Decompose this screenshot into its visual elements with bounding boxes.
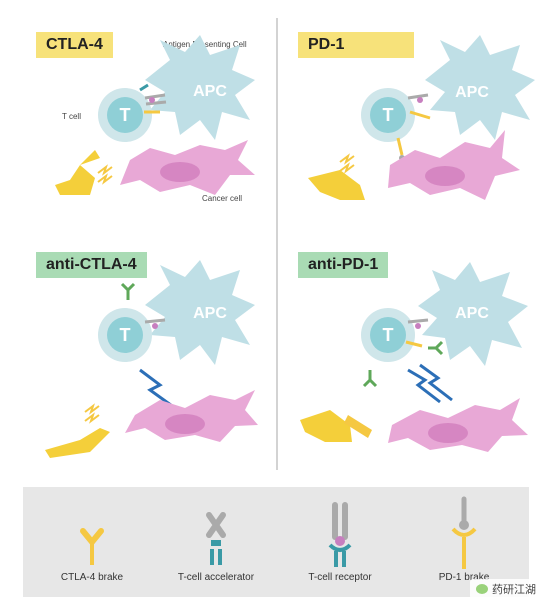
cancer-cell (388, 130, 520, 200)
tcell-inner (370, 317, 406, 353)
apc-cell (418, 262, 528, 366)
legend-label-pd1-brake: PD-1 brake (438, 572, 490, 583)
receptors (396, 93, 431, 161)
tcell-inner (370, 97, 406, 133)
cancer-cell-label: Cancer cell (202, 194, 243, 203)
ctla4-brake-icon (80, 528, 104, 565)
brake-marks (339, 153, 355, 174)
antibodies (362, 340, 444, 388)
panel-title-ctla4: CTLA-4 (36, 32, 113, 58)
wechat-logo-icon (476, 584, 488, 594)
panel-title-anti-pd1: anti-PD-1 (298, 252, 389, 278)
svg-text:T: T (383, 105, 394, 125)
anti-ctla4-illustration: APC T (45, 260, 258, 458)
antibody (120, 282, 136, 300)
svg-text:APC: APC (193, 305, 227, 322)
ctla4-illustration: APC T (55, 35, 255, 195)
apc-cell (145, 35, 255, 140)
tcell-label: T cell (62, 112, 81, 121)
brake-pedal (45, 428, 110, 458)
cancer-nucleus (425, 166, 465, 186)
receptors (139, 83, 167, 114)
brake-pedal (308, 170, 365, 200)
legend-item-tcell-accelerator: T-cell accelerator (161, 487, 271, 597)
tcell-accelerator-icon (206, 512, 226, 565)
svg-text:APC: APC (455, 305, 489, 322)
legend-label-tcell-receptor: T-cell receptor (308, 572, 372, 583)
panel-pd1: PD-1 APC T (280, 0, 550, 240)
panel-anti-pd1: anti-PD-1 APC T (280, 230, 550, 470)
panel-ctla4: CTLA-4 Antigen Presenting Cell T cell Ca… (0, 0, 270, 240)
svg-text:APC: APC (455, 84, 489, 101)
legend-label-ctla4-brake: CTLA-4 brake (60, 572, 124, 583)
legend-label-tcell-accelerator: T-cell accelerator (177, 572, 255, 583)
panel-title-anti-ctla4: anti-CTLA-4 (36, 252, 147, 278)
tcell-receptor-icon (328, 502, 352, 567)
brake-pedal (55, 165, 95, 195)
apc-cell (425, 35, 535, 140)
pd1-brake-icon (451, 496, 477, 569)
tcell-inner (107, 97, 143, 133)
apc-cell (145, 260, 255, 365)
pd1-illustration: APC T (308, 35, 535, 200)
brake-pedal (300, 410, 352, 442)
receptors (144, 318, 166, 329)
pedal-stand (344, 415, 372, 438)
cancer-nucleus (428, 423, 468, 443)
svg-text:T: T (120, 325, 131, 345)
receptors (405, 318, 429, 348)
cancer-nucleus (160, 162, 200, 182)
brake-marks (97, 164, 113, 185)
lightning-bolt-2 (419, 363, 453, 402)
legend-item-tcell-receptor: T-cell receptor (285, 487, 395, 597)
tcell-inner (107, 317, 143, 353)
panel-title-pd1: PD-1 (298, 32, 414, 58)
anti-pd1-illustration: APC T (300, 262, 528, 452)
lightning-bolt (139, 368, 176, 410)
legend-item-ctla4-brake: CTLA-4 brake (37, 487, 147, 597)
legend-item-pd1-brake: PD-1 brake (409, 487, 519, 597)
svg-text:T: T (383, 325, 394, 345)
watermark-text: 药研江湖 (492, 584, 536, 596)
panel-anti-ctla4: anti-CTLA-4 APC T (0, 230, 270, 470)
cancer-nucleus (165, 414, 205, 434)
apc-label: APC (193, 83, 227, 100)
lightning-bolt-1 (407, 368, 441, 404)
watermark: 药研江湖 (470, 579, 542, 599)
antigen-presenting-cell-label: Antigen Presenting Cell (163, 40, 247, 49)
tcell-letter: T (120, 105, 131, 125)
vertical-divider (276, 18, 278, 470)
legend-box: CTLA-4 brake T-cell accelerator T-cell r… (23, 487, 529, 597)
brake-marks (84, 403, 100, 424)
